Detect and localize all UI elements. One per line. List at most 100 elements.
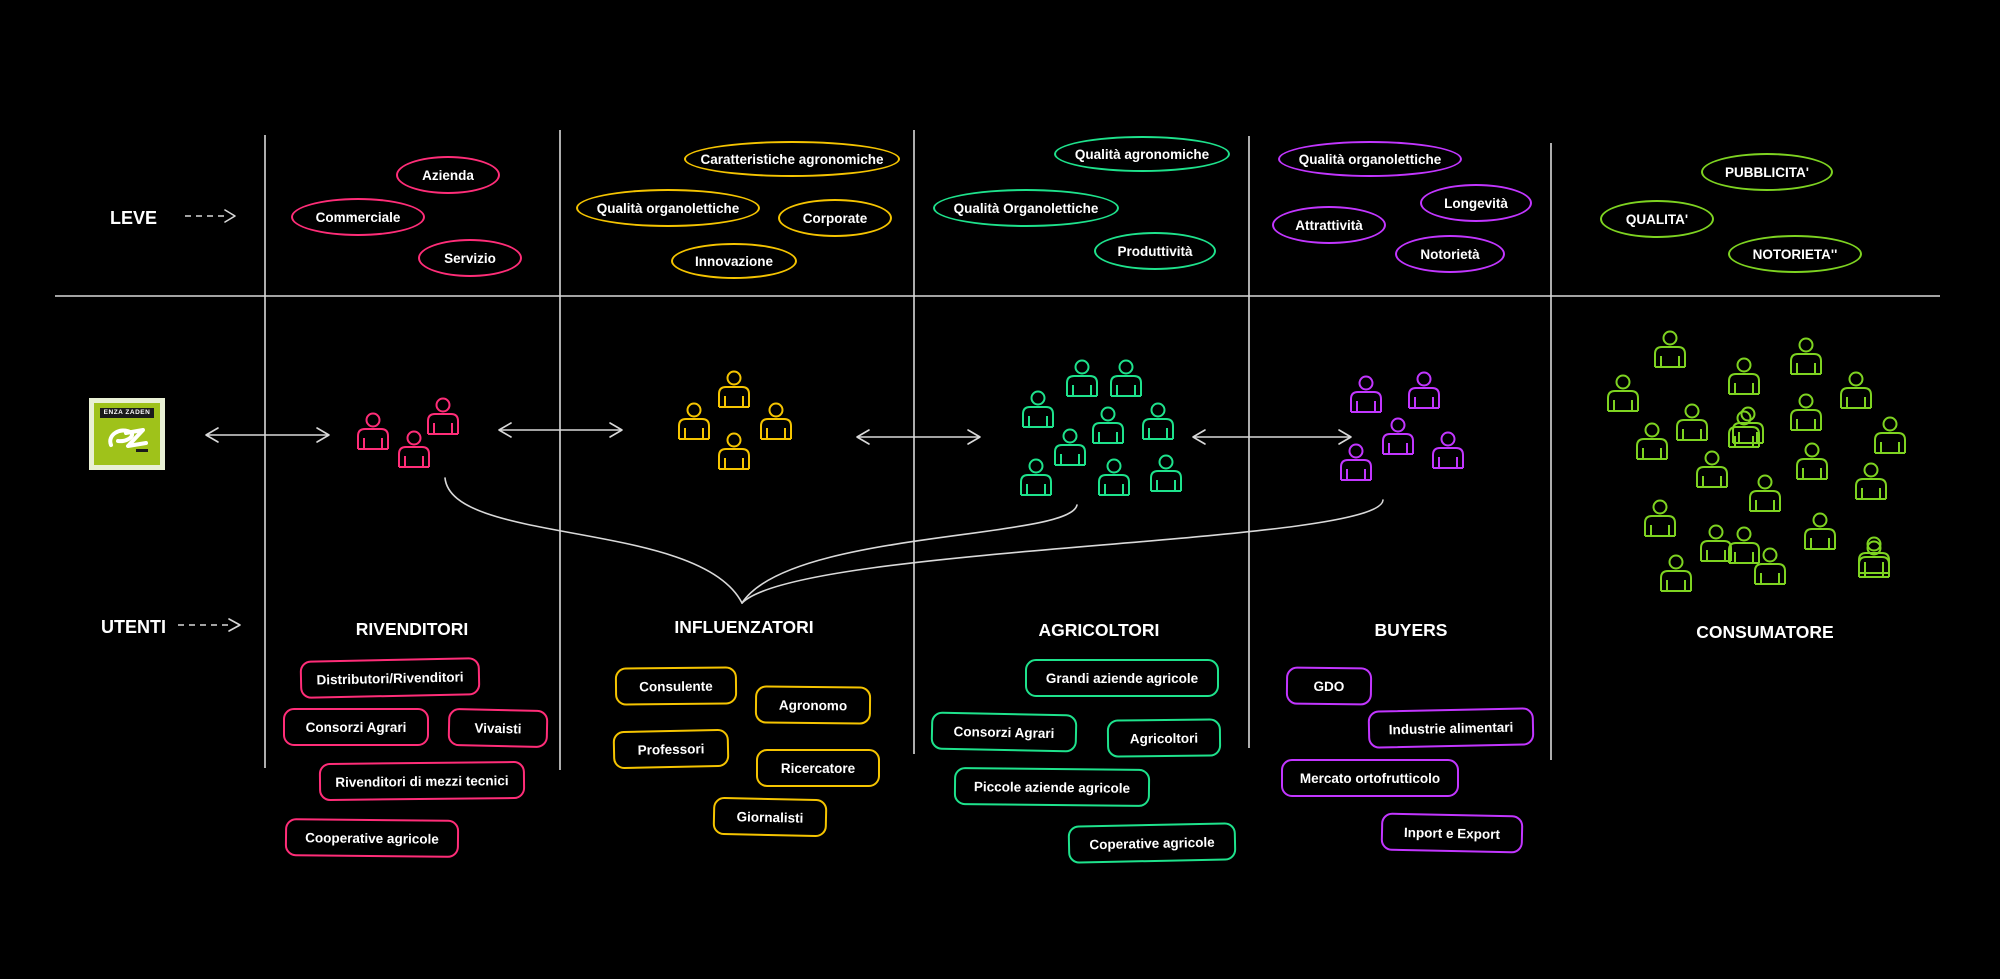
double-arrow-icon-head-left xyxy=(205,427,219,443)
column-title-agricoltori: AGRICOLTORI xyxy=(1038,620,1160,640)
user-agricoltori: Agricoltori xyxy=(1106,718,1222,758)
person-icon xyxy=(1408,371,1440,409)
user-industrie-alimentari: Industrie alimentari xyxy=(1367,707,1535,749)
user-distributori-rivenditori: Distributori/Rivenditori xyxy=(299,657,481,699)
brace-curve-agricoltori xyxy=(741,504,1078,604)
person-icon xyxy=(1644,499,1676,537)
brace-curve-rivenditori xyxy=(444,477,743,604)
person-icon xyxy=(1804,512,1836,550)
person-icon xyxy=(357,412,389,450)
row-label-utenti: UTENTI xyxy=(101,617,166,637)
person-icon xyxy=(1796,442,1828,480)
person-icon xyxy=(398,430,430,468)
lever-produttivita: Produttività xyxy=(1094,232,1216,270)
person-icon xyxy=(1150,454,1182,492)
user-consorzi-agrari: Consorzi Agrari xyxy=(283,708,429,746)
person-icon xyxy=(1054,428,1086,466)
person-icon xyxy=(1855,462,1887,500)
person-icon xyxy=(1858,540,1890,578)
column-title-consumatore: CONSUMATORE xyxy=(1696,622,1834,642)
person-icon xyxy=(1350,375,1382,413)
lever-qualita-organolettiche: Qualità organolettiche xyxy=(576,189,760,227)
user-grandi-aziende-agricole: Grandi aziende agricole xyxy=(1025,659,1219,697)
user-rivenditori-di-mezzi-tecnici: Rivenditori di mezzi tecnici xyxy=(318,760,526,802)
lever-innovazione: Innovazione xyxy=(671,243,797,279)
user-coperative-agricole: Coperative agricole xyxy=(1067,822,1237,864)
lever-qualita-organolettiche: Qualità Organolettiche xyxy=(933,189,1119,227)
utenti-arrow-head xyxy=(228,618,241,632)
person-icon xyxy=(1607,374,1639,412)
user-cooperative-agricole: Cooperative agricole xyxy=(284,818,460,858)
leve-arrow-head xyxy=(224,209,236,223)
column-title-influenzatori: INFLUENZATORI xyxy=(674,617,814,637)
person-icon xyxy=(1754,547,1786,585)
lever-commerciale: Commerciale xyxy=(291,198,425,236)
person-icon xyxy=(1020,458,1052,496)
person-icon xyxy=(1432,431,1464,469)
lever-attrattivita: Attrattività xyxy=(1272,206,1386,244)
person-icon xyxy=(1700,524,1732,562)
person-icon xyxy=(1660,554,1692,592)
lever-notorieta: Notorietà xyxy=(1395,235,1505,273)
lever-qualita-organolettiche: Qualità organolettiche xyxy=(1278,141,1462,177)
person-icon xyxy=(1066,359,1098,397)
person-icon xyxy=(1728,357,1760,395)
ez-logo-icon: ENZA ZADEN xyxy=(89,398,165,470)
person-icon xyxy=(1676,403,1708,441)
user-ricercatore: Ricercatore xyxy=(756,749,880,787)
lever-longevita: Longevità xyxy=(1420,184,1532,222)
lever-qualita-agronomiche: Qualità agronomiche xyxy=(1054,136,1230,172)
person-icon xyxy=(760,402,792,440)
person-icon xyxy=(1636,422,1668,460)
person-icon xyxy=(1654,330,1686,368)
person-icon xyxy=(1858,536,1890,574)
double-arrow-icon-head-left xyxy=(856,429,870,445)
person-icon xyxy=(1340,443,1372,481)
row-label-leve: LEVE xyxy=(110,208,158,228)
person-icon xyxy=(1022,390,1054,428)
person-icon xyxy=(1732,406,1764,444)
lever-caratteristiche-agronomiche: Caratteristiche agronomiche xyxy=(684,141,900,177)
user-consulente: Consulente xyxy=(614,666,738,706)
person-icon xyxy=(1728,526,1760,564)
person-icon xyxy=(1840,371,1872,409)
column-title-buyers: BUYERS xyxy=(1374,620,1448,640)
logo-mark xyxy=(108,428,148,452)
lever-corporate: Corporate xyxy=(778,199,892,237)
user-inport-e-export: Inport e Export xyxy=(1380,812,1524,854)
person-icon xyxy=(1110,359,1142,397)
user-vivaisti: Vivaisti xyxy=(447,707,549,749)
person-icon xyxy=(1382,417,1414,455)
column-title-rivenditori: RIVENDITORI xyxy=(355,619,469,639)
user-agronomo: Agronomo xyxy=(754,685,872,725)
lever-qualita: QUALITA' xyxy=(1600,200,1714,238)
lever-servizio: Servizio xyxy=(418,239,522,277)
person-icon xyxy=(718,432,750,470)
double-arrow-icon-head-right xyxy=(967,429,981,445)
user-mercato-ortofrutticolo: Mercato ortofrutticolo xyxy=(1281,759,1459,797)
person-icon xyxy=(1142,402,1174,440)
double-arrow-icon-head-left xyxy=(1192,429,1206,445)
person-icon xyxy=(1790,393,1822,431)
lever-pubblicita: PUBBLICITA' xyxy=(1701,153,1833,191)
user-gdo: GDO xyxy=(1285,666,1373,706)
brace-curve-buyers xyxy=(741,499,1384,604)
user-giornalisti: Giornalisti xyxy=(712,796,828,838)
lever-azienda: Azienda xyxy=(396,156,500,194)
user-professori: Professori xyxy=(612,728,730,770)
double-arrow-icon-head-left xyxy=(498,422,512,438)
person-icon xyxy=(718,370,750,408)
lever-notorieta: NOTORIETA'' xyxy=(1728,235,1862,273)
double-arrow-icon-head-right xyxy=(1338,429,1352,445)
person-icon xyxy=(1696,450,1728,488)
person-icon xyxy=(1092,406,1124,444)
person-icon xyxy=(678,402,710,440)
double-arrow-icon-head-right xyxy=(316,427,330,443)
person-icon xyxy=(427,397,459,435)
person-icon xyxy=(1728,410,1760,448)
user-piccole-aziende-agricole: Piccole aziende agricole xyxy=(953,766,1151,808)
person-icon xyxy=(1790,337,1822,375)
user-consorzi-agrari: Consorzi Agrari xyxy=(930,711,1078,753)
person-icon xyxy=(1874,416,1906,454)
